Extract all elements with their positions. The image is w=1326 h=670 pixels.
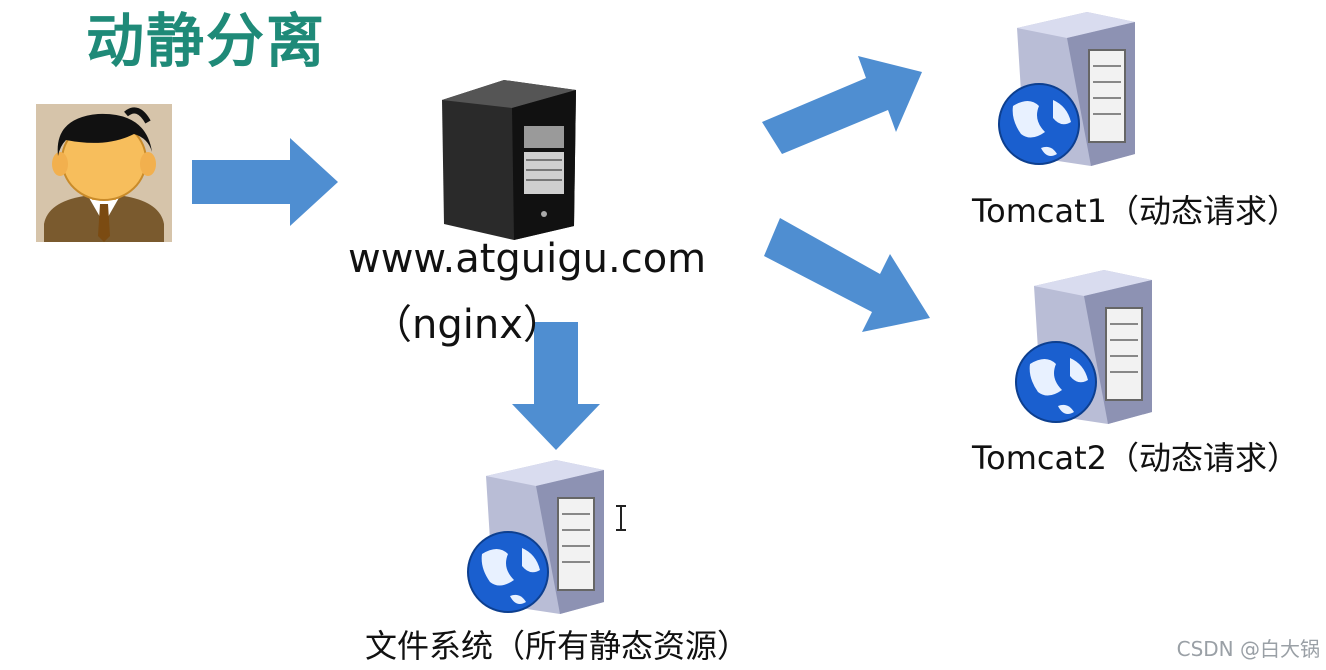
diagram-title: 动静分离 (86, 7, 327, 75)
watermark: CSDN @白大锅 (1176, 637, 1320, 661)
tomcat1-label: Tomcat1（动态请求） (972, 192, 1299, 230)
nginx-domain-label: www.atguigu.com (348, 236, 707, 282)
user-avatar-icon (36, 104, 172, 242)
filesystem-label: 文件系统（所有静态资源） (365, 627, 750, 665)
tomcat1-server-icon (998, 12, 1135, 166)
arrow-user-to-nginx (192, 138, 338, 226)
arrow-nginx-to-tomcat2 (764, 218, 930, 332)
tomcat2-server-icon (1015, 270, 1152, 424)
tomcat2-label: Tomcat2（动态请求） (972, 439, 1299, 477)
arrow-nginx-to-tomcat1 (762, 56, 922, 154)
arrow-nginx-to-filesystem (512, 322, 600, 450)
nginx-server-icon (442, 80, 576, 240)
nginx-name-label: （nginx） (372, 302, 563, 348)
text-cursor-icon (616, 505, 626, 531)
filesystem-server-icon (467, 460, 604, 614)
